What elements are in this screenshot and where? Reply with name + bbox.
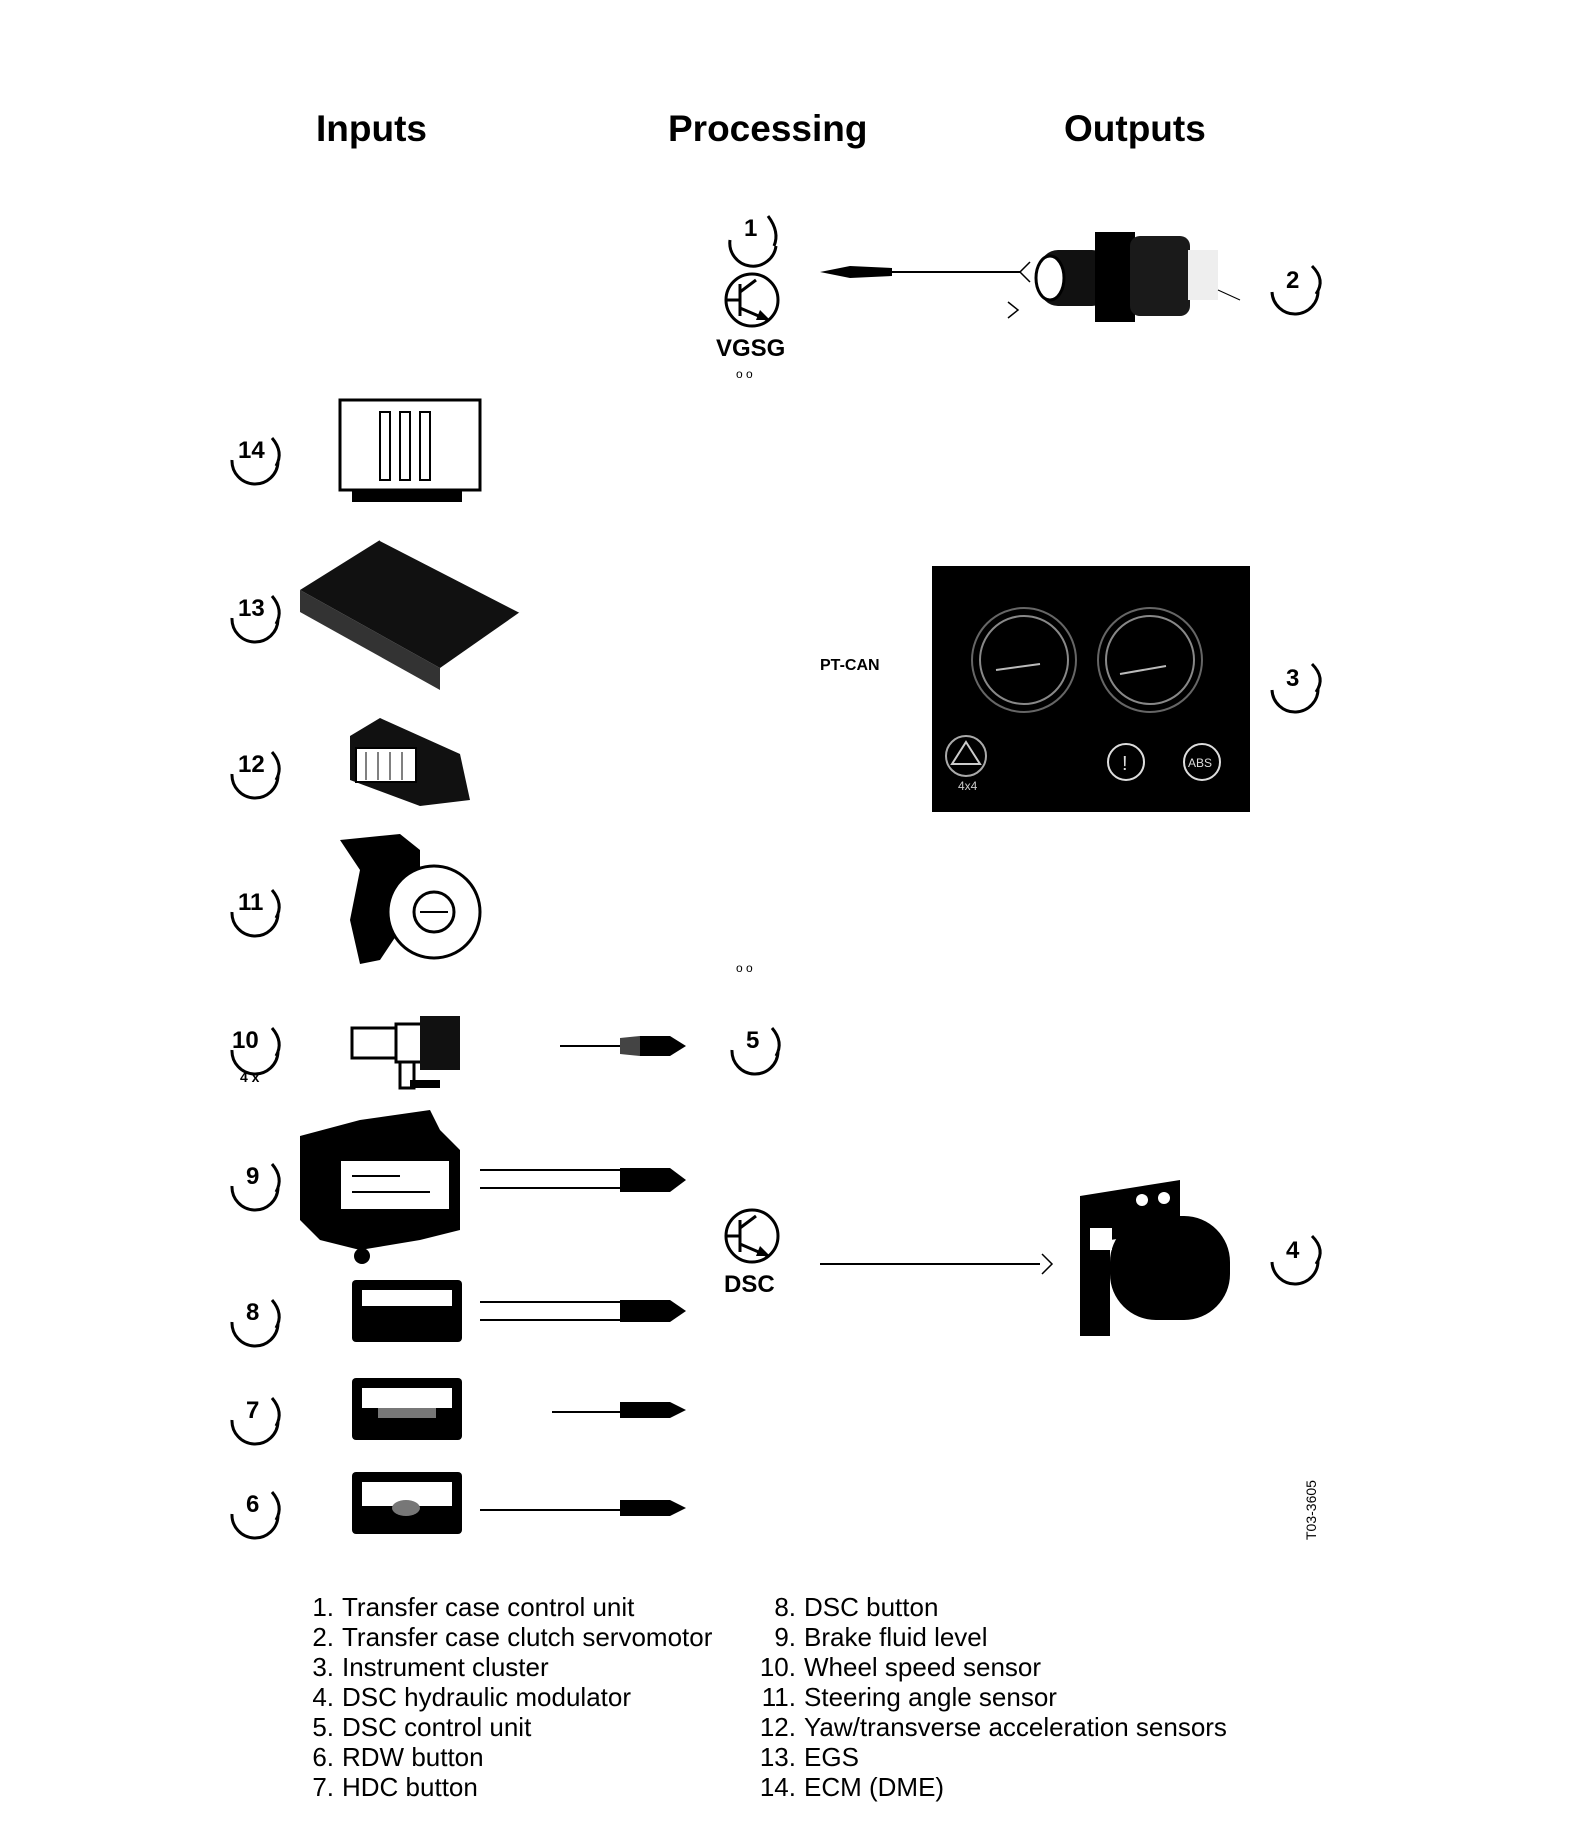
callout-13-number: 13 [238, 595, 265, 622]
arrow-wheel-speed [560, 1036, 686, 1056]
legend-item: 10.Wheel speed sensor [759, 1652, 1042, 1682]
legend-item: 2.Transfer case clutch servomotor [312, 1622, 713, 1652]
legend-item: 9.Brake fluid level [774, 1622, 988, 1652]
legend-item: 1.Transfer case control unit [312, 1592, 635, 1622]
callout-12-number: 12 [238, 751, 265, 778]
callout-10-number: 10 [232, 1027, 259, 1054]
callout-14: 14 [230, 437, 281, 486]
legend-item: 11.Steering angle sensor [761, 1682, 1057, 1712]
egs-image [300, 539, 521, 690]
callout-10: 10 [230, 1027, 281, 1076]
steering-angle-sensor-image [340, 834, 482, 964]
arrow-dsc-button [480, 1300, 686, 1322]
legend-item: 14.ECM (DME) [759, 1772, 945, 1802]
callout-3: 3 [1270, 662, 1322, 714]
callout-6-number: 6 [246, 1491, 259, 1518]
legend-item: 4.DSC hydraulic modulator [312, 1682, 632, 1712]
svg-text:!: ! [1122, 753, 1128, 775]
connector-dots-icon-2: o o [736, 961, 753, 975]
abs-label: ABS [1188, 756, 1212, 770]
arrow-rdw-button [480, 1500, 686, 1516]
legend-item: 13.EGS [759, 1742, 859, 1772]
ecm-image [338, 398, 482, 502]
pt-can-label: PT-CAN [820, 657, 880, 674]
header-outputs: Outputs [1064, 108, 1206, 149]
brake-fluid-reservoir-image [300, 1110, 460, 1264]
legend-left: 1.Transfer case control unit 2.Transfer … [290, 1592, 712, 1802]
callout-3-number: 3 [1286, 665, 1299, 692]
callout-11: 11 [230, 889, 281, 938]
hdc-button-image [352, 1378, 462, 1440]
transistor-icon-dsc [724, 1208, 780, 1264]
servomotor-image [1034, 232, 1241, 322]
callout-8-number: 8 [246, 1299, 259, 1326]
callout-1-number: 1 [744, 215, 757, 242]
figure-code: T03-3605 [1303, 1480, 1319, 1540]
callout-7: 7 [230, 1397, 281, 1446]
callout-9-number: 9 [246, 1163, 259, 1190]
legend-item: 6.RDW button [312, 1742, 484, 1772]
callout-9: 9 [230, 1163, 281, 1212]
vgsg-label: VGSG [716, 335, 785, 362]
wheel-speed-sensor-image [350, 1016, 460, 1090]
callout-12: 12 [230, 751, 281, 800]
legend-item: 5.DSC control unit [312, 1712, 532, 1742]
cluster-4x4-label: 4x4 [958, 779, 978, 793]
callout-2: 2 [1270, 264, 1322, 316]
callout-4: 4 [1270, 1234, 1322, 1286]
callout-4-number: 4 [1286, 1237, 1300, 1264]
brake-warning-icon [1107, 743, 1145, 781]
dsc-button-image [352, 1280, 462, 1342]
arrow-vgsg-servomotor [820, 261, 1031, 319]
four-x-label: 4 x [240, 1069, 260, 1085]
arrow-brake-fluid [480, 1168, 686, 1192]
callout-2-number: 2 [1286, 267, 1299, 294]
legend-right: 8.DSC button 9.Brake fluid level 10.Whee… [752, 1592, 1227, 1802]
legend-item: 12.Yaw/transverse acceleration sensors [759, 1712, 1227, 1742]
callout-13: 13 [230, 595, 281, 644]
warning-triangle-icon [950, 740, 982, 765]
callout-6: 6 [230, 1491, 281, 1540]
dsc-hydraulic-modulator-image [1080, 1180, 1230, 1336]
arrow-dsc-modulator [820, 1253, 1054, 1275]
header-processing: Processing [668, 108, 868, 149]
rdw-button-image [352, 1472, 462, 1534]
dsc-label: DSC [724, 1271, 775, 1298]
legend-item: 7.HDC button [312, 1772, 478, 1802]
callout-1: 1 [728, 215, 778, 268]
callout-11-number: 11 [238, 889, 263, 916]
transistor-icon-vgsg [724, 272, 780, 328]
legend-item: 8.DSC button [774, 1592, 939, 1622]
callout-14-number: 14 [238, 437, 265, 464]
connector-dots-icon: o o [736, 367, 753, 381]
yaw-sensor-image [350, 718, 470, 806]
callout-8: 8 [230, 1299, 281, 1348]
callout-7-number: 7 [246, 1397, 259, 1424]
abs-icon [1183, 743, 1221, 781]
callout-5: 5 [730, 1027, 781, 1076]
arrow-hdc-button [552, 1402, 686, 1418]
instrument-cluster-image: 4x4 ! ABS [932, 566, 1250, 812]
legend-item: 3.Instrument cluster [312, 1652, 549, 1682]
callout-5-number: 5 [746, 1027, 759, 1054]
header-inputs: Inputs [316, 108, 427, 149]
